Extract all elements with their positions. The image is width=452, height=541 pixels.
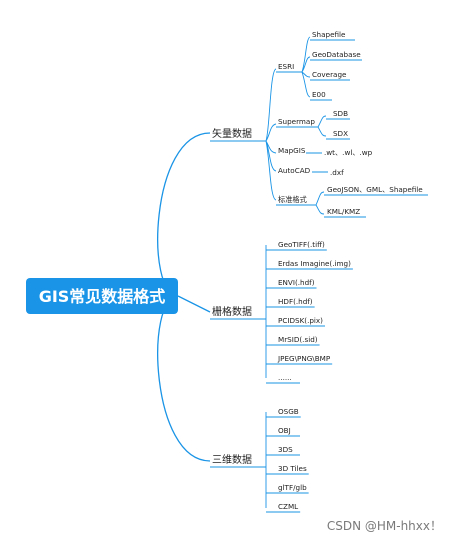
watermark: CSDN @HM-hhxx！ [327, 519, 442, 533]
threed-item: 3DS [278, 445, 293, 454]
raster-item: Erdas Imagine(.img) [278, 259, 351, 268]
threed-item: glTF/glb [278, 483, 307, 492]
branch-3d-label: 三维数据 [212, 453, 252, 466]
edge-root-3d [157, 295, 211, 462]
branch-raster-label: 栅格数据 [212, 305, 252, 318]
branch-raster[interactable]: 栅格数据 GeoTIFF(.tiff) Erdas Imagine(.img) EN… [210, 240, 353, 384]
group-standard-label: 标准格式 [278, 195, 307, 204]
threed-item: CZML [278, 502, 298, 511]
edge-root-raster [177, 295, 211, 313]
esri-item-geodatabase: GeoDatabase [312, 50, 361, 59]
raster-item: GeoTIFF(.tiff) [278, 240, 325, 249]
raster-items: GeoTIFF(.tiff) Erdas Imagine(.img) ENVI(.h… [266, 240, 353, 384]
root-node[interactable]: GIS常见数据格式 [26, 278, 178, 314]
supermap-edges [317, 115, 327, 137]
esri-edges [301, 36, 311, 98]
raster-item: ...... [278, 373, 292, 382]
esri-item-shapefile: Shapefile [312, 30, 346, 39]
root-box [26, 278, 178, 314]
supermap-item-sdx: SDX [333, 129, 348, 138]
threed-item: OSGB [278, 407, 299, 416]
autocad-item: .dxf [330, 168, 344, 177]
esri-item-e00: E00 [312, 90, 326, 99]
threed-item: OBJ [278, 426, 291, 435]
threed-item: 3D Tiles [278, 464, 307, 473]
esri-item-coverage: Coverage [312, 70, 347, 79]
group-supermap-label: Supermap [278, 117, 315, 126]
branch-vector[interactable]: 矢量数据 ESRI Shapefile GeoDatabase Coverage… [210, 30, 428, 218]
branch-vector-label: 矢量数据 [212, 127, 252, 140]
raster-item: MrSID(.sid) [278, 335, 318, 344]
group-mapgis-label: MapGIS [278, 146, 306, 155]
raster-item: HDF(.hdf) [278, 297, 313, 306]
root-label: GIS常见数据格式 [39, 287, 166, 306]
mapgis-item: .wt、.wl、.wp [324, 148, 373, 157]
raster-item: PCIDSK(.pix) [278, 316, 323, 325]
standard-item-kml: KML/KMZ [327, 207, 360, 216]
group-esri-label: ESRI [278, 62, 294, 71]
raster-item: JPEG\PNG\BMP [277, 354, 331, 363]
standard-item-geojson: GeoJSON、GML、Shapefile [327, 185, 423, 194]
vector-edges [265, 68, 277, 201]
group-autocad-label: AutoCAD [278, 166, 311, 175]
supermap-item-sdb: SDB [333, 109, 348, 118]
raster-item: ENVI(.hdf) [278, 278, 315, 287]
standard-edges [315, 191, 325, 215]
edge-root-vector [157, 132, 211, 297]
